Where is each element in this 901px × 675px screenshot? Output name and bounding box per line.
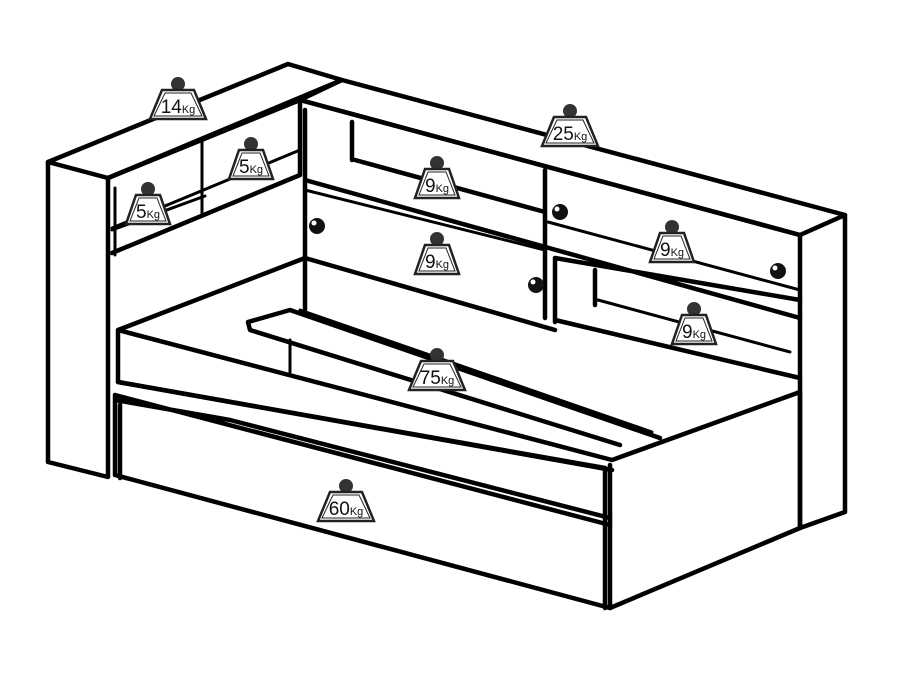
side-compartment-lines <box>110 136 302 257</box>
weight-badge-top-left-shelf: 14Kg <box>148 77 208 121</box>
weight-handle-icon <box>339 479 353 493</box>
weight-badge-side-lower-compartment: 5Kg <box>124 182 172 226</box>
weight-value: 60Kg <box>329 499 364 520</box>
left-side-unit-front <box>45 159 111 480</box>
weight-handle-icon <box>244 137 258 151</box>
weight-value: 5Kg <box>239 157 263 178</box>
weight-badge-mattress-platform: 75Kg <box>407 348 467 392</box>
mattress-slat-lines <box>115 307 663 473</box>
headboard-top <box>297 77 848 238</box>
weight-value: 9Kg <box>425 252 449 273</box>
weight-handle-icon <box>430 232 444 246</box>
weight-value: 9Kg <box>425 176 449 197</box>
weight-value: 25Kg <box>553 124 588 145</box>
weight-handle-icon <box>141 182 155 196</box>
weight-icon <box>407 359 467 392</box>
weight-badge-back-upper-left-shelf: 9Kg <box>413 156 461 200</box>
mattress-inner <box>288 308 654 434</box>
weight-value: 14Kg <box>161 97 196 118</box>
weight-handle-icon <box>171 77 185 91</box>
bed-drawing <box>45 61 848 611</box>
knob-lower-middle <box>528 277 544 293</box>
weight-labels: 14Kg 25Kg 5Kg 5Kg 9Kg 9Kg 9Kg 9Kg 75Kg 60Kg <box>124 77 718 523</box>
weight-handle-icon <box>430 348 444 362</box>
knob-middle-left <box>552 204 568 220</box>
weight-badge-back-lower-right-shelf: 9Kg <box>670 302 718 346</box>
weight-badge-top-back: 25Kg <box>540 104 600 148</box>
weight-handle-icon <box>563 104 577 118</box>
knob-right-cabinet <box>770 263 786 279</box>
weight-icon <box>148 88 208 121</box>
weight-badge-back-left-cabinet: 9Kg <box>413 232 461 276</box>
drawer-side <box>607 389 803 611</box>
weight-badge-side-upper-compartment: 5Kg <box>227 137 275 181</box>
weight-handle-icon <box>665 220 679 234</box>
weight-icon <box>316 490 376 523</box>
weight-badge-back-right-cabinet: 9Kg <box>648 220 696 264</box>
weight-handle-icon <box>687 302 701 316</box>
weight-value: 9Kg <box>660 240 684 261</box>
weight-badge-pull-out-drawer: 60Kg <box>316 479 376 523</box>
weight-icon <box>540 115 600 148</box>
weight-handle-icon <box>430 156 444 170</box>
headboard-front-top <box>297 97 803 238</box>
headboard-right-end <box>797 212 848 531</box>
weight-value: 5Kg <box>136 202 160 223</box>
drawer-outline <box>112 392 613 611</box>
weight-value: 75Kg <box>420 368 455 389</box>
knob-left-cabinet <box>309 218 325 234</box>
weight-value: 9Kg <box>682 322 706 343</box>
